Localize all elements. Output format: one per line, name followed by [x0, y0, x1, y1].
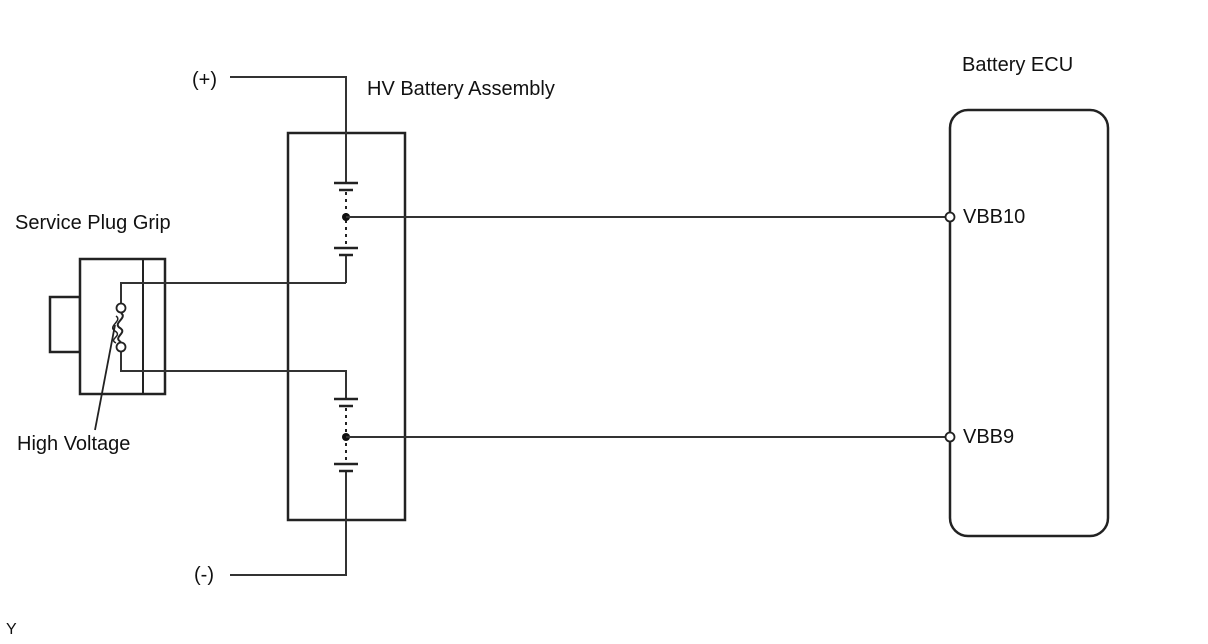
- hv-battery-assembly-label: HV Battery Assembly: [367, 78, 555, 100]
- vbb10-terminal: [944, 211, 956, 223]
- negative-wire: [230, 472, 347, 576]
- pin-vbb10-label: VBB10: [963, 206, 1026, 228]
- corner-code-label: Y: [6, 621, 17, 638]
- upper-stack-to-plug-wire: [120, 282, 346, 304]
- fuse-element: [116, 312, 124, 343]
- high-voltage-label: High Voltage: [17, 433, 131, 455]
- plug-terminal-bottom: [115, 341, 127, 353]
- service-plug-grip-body: [78, 257, 167, 396]
- high-voltage-leader: [94, 324, 116, 431]
- negative-terminal-label: (-): [194, 564, 214, 586]
- battery-ecu-box: [948, 108, 1110, 538]
- fuse-element-outline: [112, 315, 119, 344]
- service-plug-grip-label: Service Plug Grip: [15, 212, 171, 234]
- vbb9-terminal: [944, 431, 956, 443]
- battery-ecu-label: Battery ECU: [962, 54, 1074, 76]
- hv-battery-assembly-box: [286, 131, 407, 522]
- pin-vbb9-label: VBB9: [963, 426, 1015, 448]
- plug-to-lower-stack-wire: [120, 348, 347, 398]
- service-plug-tab: [48, 295, 82, 354]
- positive-wire: [230, 76, 347, 182]
- plug-terminal-top: [115, 302, 127, 314]
- positive-terminal-label: (+): [192, 69, 217, 91]
